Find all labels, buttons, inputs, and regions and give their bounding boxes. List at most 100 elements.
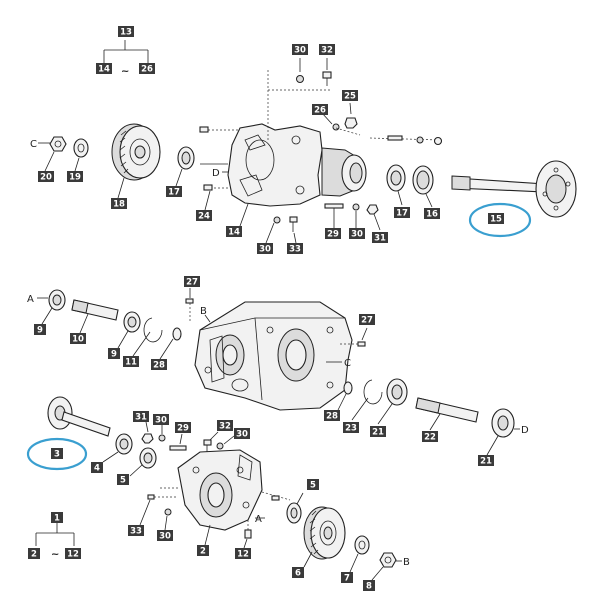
part-number-tag-n21b: 21	[478, 455, 494, 467]
part-number-tag-box	[424, 208, 440, 219]
part-number-tag-n12b: 12	[65, 548, 81, 560]
part-number-tag-box	[349, 228, 365, 239]
part-number-tag-n1: 1	[51, 512, 63, 524]
part-number-label: 32	[321, 46, 333, 56]
part-number-tag-box	[363, 580, 375, 591]
part-number-label: 33	[130, 527, 142, 537]
part-number-tag-box	[292, 44, 308, 55]
part-number-tag-n6: 6	[292, 567, 304, 579]
part-number-tag-box	[226, 226, 242, 237]
gear-18	[111, 123, 161, 199]
gear-6	[303, 506, 346, 568]
part-number-label: 18	[113, 200, 125, 210]
part-number-tag-n23: 23	[343, 422, 359, 434]
part-number-tag-box	[325, 228, 341, 239]
part-number-tag-n19: 19	[67, 171, 83, 183]
pin-29-top	[324, 203, 344, 228]
part-number-label: 28	[326, 412, 338, 422]
part-number-tag-box	[34, 324, 46, 335]
part-number-tag-n5b: 5	[307, 479, 319, 491]
part-number-label: 28	[153, 361, 165, 371]
part-number-tag-n33b: 33	[128, 525, 144, 537]
part-number-label: 25	[344, 92, 356, 102]
part-number-tag-n5a: 5	[117, 474, 129, 486]
nut-30-top-lower	[265, 216, 281, 244]
part-number-tag-n17b: 17	[394, 207, 410, 219]
part-number-tag-box	[257, 243, 273, 254]
part-number-tag-box	[342, 90, 358, 101]
part-number-tag-box	[287, 243, 303, 254]
bolt-33-bottom	[139, 494, 178, 526]
part-number-tag-n20: 20	[38, 171, 54, 183]
part-number-tag-box	[51, 448, 63, 459]
part-number-label: 17	[168, 188, 180, 198]
part-number-label: 12	[67, 550, 79, 560]
bearing-5-left	[129, 447, 157, 477]
dowel-24	[203, 184, 232, 211]
part-number-label: 30	[351, 230, 363, 240]
part-number-label: 3	[54, 450, 60, 460]
part-number-label: 26	[141, 65, 153, 75]
nut-20	[38, 136, 67, 172]
highlight-ring-15	[468, 202, 532, 238]
part-number-tag-n30f: 30	[157, 530, 173, 542]
part-number-label: 24	[198, 212, 210, 222]
letter-b-bottom: B	[403, 557, 410, 568]
bearing-5-right	[286, 492, 304, 524]
pin-29-bottom	[169, 433, 187, 451]
bearing-17-right	[386, 164, 406, 206]
part-number-tag-box	[372, 232, 388, 243]
part-number-tag-box	[157, 530, 173, 541]
part-number-tag-n10: 10	[70, 333, 86, 345]
part-number-tag-n12a: 12	[235, 548, 251, 560]
part-number-label: 21	[372, 428, 384, 438]
letter-a-left: A	[27, 294, 34, 305]
part-number-label: 31	[135, 413, 147, 423]
part-number-tag-box	[166, 186, 182, 197]
part-number-tag-box	[117, 474, 129, 485]
part-number-label: 30	[259, 245, 271, 255]
part-number-tag-box	[91, 462, 103, 473]
part-number-label: 9	[37, 326, 43, 336]
part-number-label: 27	[361, 316, 373, 326]
part-number-tag-box	[370, 426, 386, 437]
part-number-tag-n30c: 30	[349, 228, 365, 240]
part-number-tag-box	[133, 411, 149, 422]
part-number-label: 31	[374, 234, 386, 244]
part-number-tag-box	[184, 276, 200, 287]
part-number-tag-n16: 16	[424, 208, 440, 220]
bolt-33-top	[289, 216, 298, 244]
part-number-tag-box	[235, 548, 251, 559]
part-number-tag-box	[108, 348, 120, 359]
pin-12	[243, 520, 252, 549]
part-number-tag-box	[343, 422, 359, 433]
part-number-tag-n3: 3	[51, 448, 63, 460]
part-number-tag-n27b: 27	[359, 314, 375, 326]
part-number-label: 19	[69, 173, 81, 183]
part-number-tag-n30b: 30	[257, 243, 273, 255]
part-number-label: 4	[94, 464, 100, 474]
nut-30-bottom-a	[158, 424, 166, 442]
letter-d-right: D	[521, 425, 529, 436]
part-number-tag-box	[488, 213, 504, 224]
housing-14	[227, 123, 367, 227]
snap-ring-11	[132, 317, 163, 357]
bearing-9-mid	[117, 311, 141, 349]
part-number-tag-box	[28, 548, 40, 559]
range-tilde-1: ~	[51, 549, 59, 560]
part-number-tag-n15: 15	[488, 213, 504, 225]
part-number-tag-n11: 11	[123, 356, 139, 368]
part-number-tag-n30d: 30	[153, 414, 169, 426]
washer-7	[349, 535, 370, 573]
ring-28-left	[159, 327, 182, 360]
part-number-label: 32	[219, 422, 231, 432]
part-number-tag-n28a: 28	[151, 359, 167, 371]
highlight-ring-3	[26, 437, 88, 471]
nut-30-top	[296, 58, 304, 83]
part-number-tag-box	[123, 356, 139, 367]
part-number-label: 30	[294, 46, 306, 56]
part-number-tag-n14b: 14	[226, 226, 242, 238]
part-number-tag-box	[319, 44, 335, 55]
part-number-label: 14	[228, 228, 240, 238]
